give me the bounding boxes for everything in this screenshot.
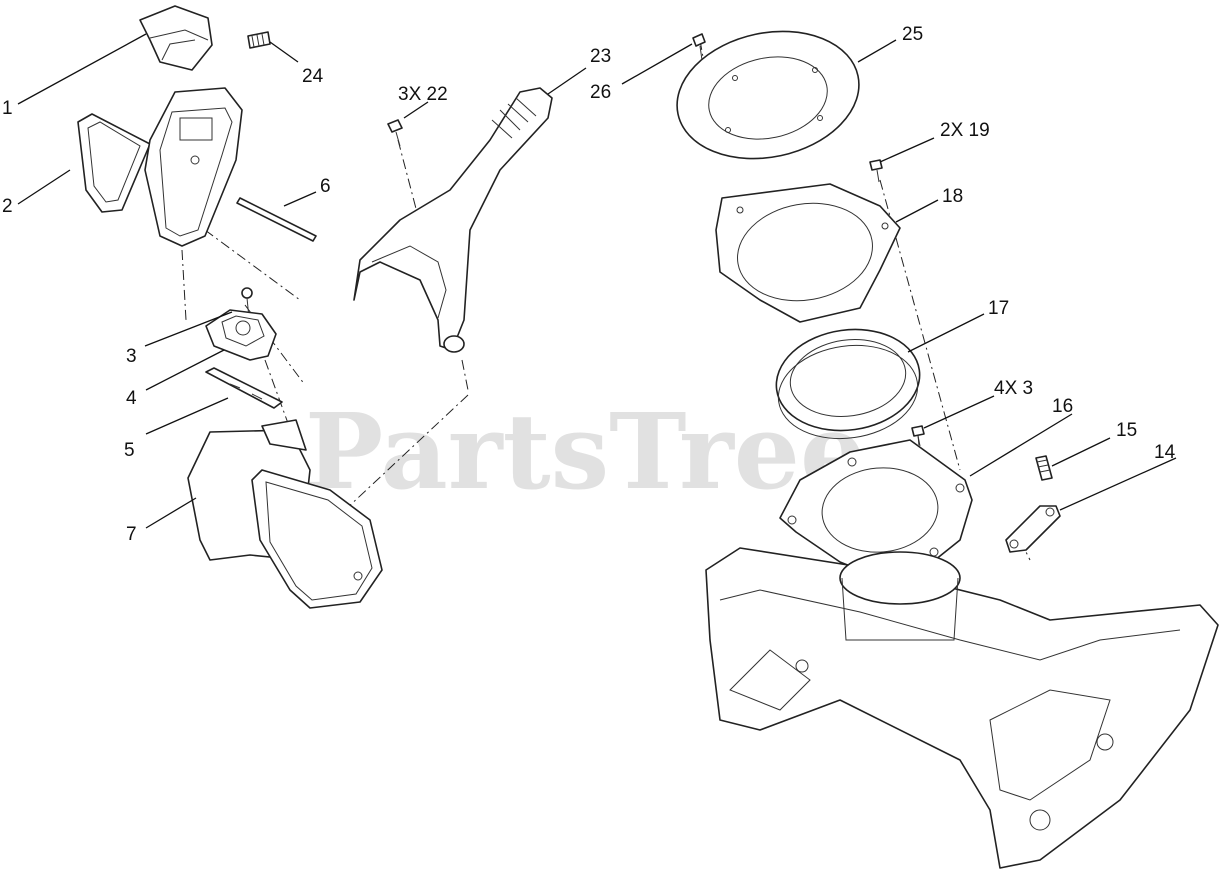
part-19-screw — [869, 159, 883, 183]
part-2-gasket — [77, 113, 151, 213]
part-24-spring — [247, 31, 271, 49]
part-16-flange — [779, 439, 973, 579]
callout-17: 17 — [988, 298, 1009, 319]
callout-22: 3X 22 — [398, 84, 448, 105]
callout-18: 18 — [942, 186, 963, 207]
callout-19: 2X 19 — [940, 120, 990, 141]
part-1-knob — [139, 5, 213, 71]
part-3-bolt-4x — [911, 425, 925, 447]
part-23-chute — [353, 87, 553, 353]
part-6-rod — [236, 197, 317, 242]
callout-1: 1 — [2, 98, 13, 119]
part-4-bracket — [205, 309, 277, 361]
part-14-lever — [1005, 505, 1061, 553]
part-7-deflector — [187, 419, 383, 609]
callout-16: 16 — [1052, 396, 1073, 417]
part-22-screw — [387, 119, 403, 147]
part-15-spring — [1035, 455, 1053, 481]
callout-5: 5 — [124, 440, 135, 461]
part-25-ring — [676, 30, 860, 160]
leader-lines — [17, 33, 1177, 529]
callout-26: 26 — [590, 82, 611, 103]
part-17-gear-ring — [775, 328, 921, 440]
callout-15: 15 — [1116, 420, 1137, 441]
callout-4: 4 — [126, 388, 137, 409]
callout-3: 3 — [126, 346, 137, 367]
callout-3-4x: 4X 3 — [994, 378, 1033, 399]
part-18-plate — [715, 183, 901, 323]
callout-24: 24 — [302, 66, 324, 87]
auger-housing — [705, 547, 1219, 869]
callout-23: 23 — [590, 46, 611, 67]
callout-2: 2 — [2, 196, 13, 217]
watermark-text: PartsTree — [305, 390, 866, 513]
callout-14: 14 — [1154, 442, 1176, 463]
part-26-screw — [692, 33, 706, 61]
callout-6: 6 — [320, 176, 331, 197]
part-5-plate — [205, 367, 283, 409]
callout-labels: 1 2 3 4 5 6 7 24 3X 22 23 26 25 2X 19 18… — [2, 24, 1176, 545]
callout-25: 25 — [902, 24, 923, 45]
callout-7: 7 — [126, 524, 137, 545]
chute-control-housing — [144, 87, 243, 247]
